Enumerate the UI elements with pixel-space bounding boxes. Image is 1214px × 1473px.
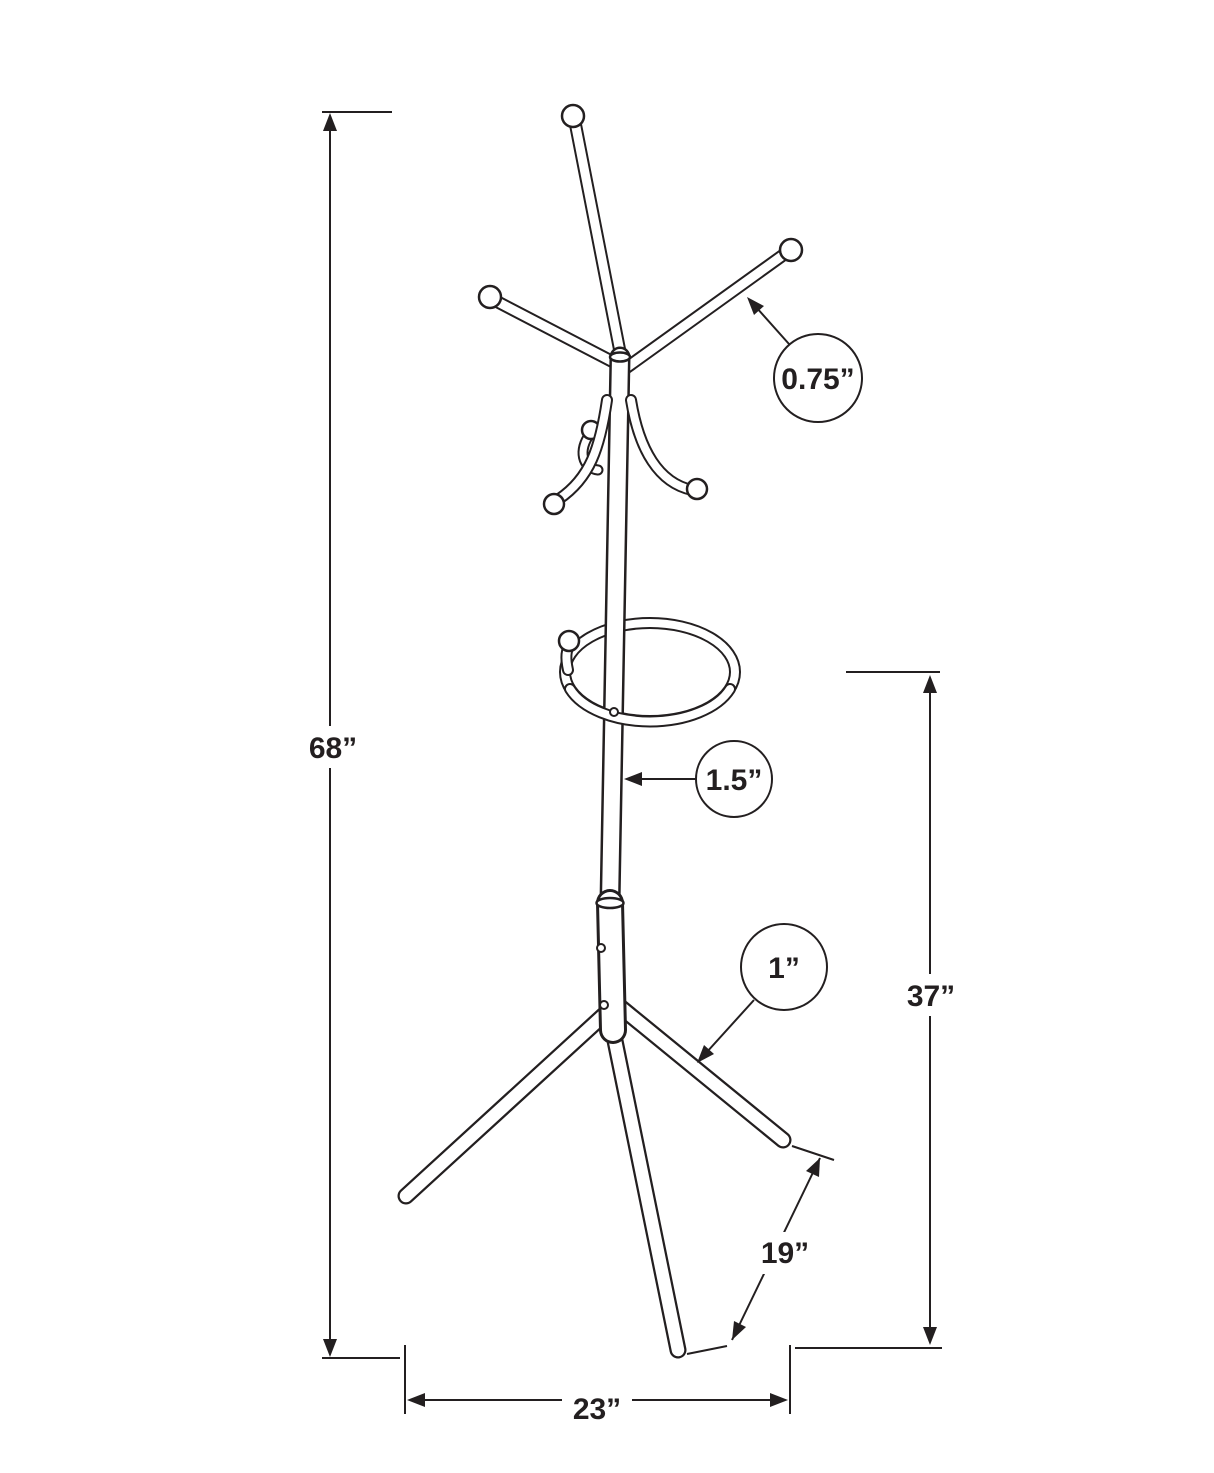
dimension-base-width: 23” <box>404 1345 791 1428</box>
umbrella-ring-bolt <box>609 707 619 717</box>
label-mask <box>298 726 368 768</box>
arrow-down <box>923 1327 937 1345</box>
middle-hooks <box>542 394 709 516</box>
ext-line-bottom <box>686 1345 728 1355</box>
back-hook <box>577 419 604 476</box>
collar-bolt-upper <box>596 943 606 953</box>
leader-arrow <box>624 772 642 786</box>
center-pole <box>599 346 632 913</box>
right-hook-ball <box>685 477 709 501</box>
arrow-up <box>323 113 337 131</box>
right-hook-tube-inner <box>627 396 696 494</box>
overall-height-label: 68” <box>309 732 357 765</box>
pole-height-label: 37” <box>907 980 955 1013</box>
leader-arrow <box>697 1045 714 1063</box>
base-width-label: 23” <box>573 1393 621 1426</box>
callout-balloon <box>740 923 828 1011</box>
front-leg-tube-inner <box>605 1019 685 1357</box>
hook-diameter-label: 0.75” <box>781 363 854 396</box>
dimension-pole-height: 37” <box>795 671 966 1349</box>
legs <box>397 997 792 1359</box>
collar-bolt-lower <box>599 1000 609 1010</box>
leader-line <box>705 999 755 1054</box>
arrow-down <box>732 1321 746 1340</box>
tall-arm-ball <box>560 103 586 129</box>
left-arm-tube-inner <box>489 295 624 370</box>
base-collar <box>595 889 627 1044</box>
arrow-left <box>407 1393 425 1407</box>
callout-balloon <box>773 333 863 423</box>
umbrella-ring-front <box>564 683 736 728</box>
callout-leg-diameter: 1” <box>697 923 828 1063</box>
leg-length-label: 19” <box>761 1237 809 1270</box>
umbrella-ring-ball <box>557 629 581 653</box>
label-mask <box>750 1232 820 1274</box>
label-mask <box>896 974 966 1016</box>
left-arm-ball <box>477 284 503 310</box>
callout-hook-diameter: 0.75” <box>747 297 863 423</box>
callout-balloon <box>695 740 773 818</box>
top-arms <box>477 103 804 375</box>
umbrella-ring-front-arc-inner <box>566 685 734 726</box>
dimension-leg-length: 19” <box>686 1145 835 1355</box>
callout-pole-diameter: 1.5” <box>624 740 773 818</box>
leader-arrow <box>747 297 764 315</box>
collar-top-cap <box>595 896 625 910</box>
right-arm-ball <box>778 237 804 263</box>
left-hook-tube-inner <box>555 396 611 503</box>
pole-tube-inner <box>602 349 628 910</box>
leader-line <box>755 306 790 345</box>
right-arm-tube-inner <box>621 248 791 373</box>
arrow-down <box>323 1339 337 1357</box>
collar-tube-inner <box>599 892 624 1041</box>
arrow-right <box>770 1393 788 1407</box>
dimension-overall-height: 68” <box>298 111 400 1359</box>
leg-diameter-label: 1” <box>768 952 800 985</box>
label-mask <box>562 1388 632 1428</box>
right-leg-tube-inner <box>612 999 790 1147</box>
arrow-up <box>923 675 937 693</box>
left-leg-tube-inner <box>399 1007 612 1203</box>
arrow-up <box>806 1158 820 1177</box>
tall-arm-tube-inner <box>570 117 627 367</box>
coat-rack-drawing <box>397 103 804 1359</box>
pole-top-cap <box>608 351 632 363</box>
pole-diameter-label: 1.5” <box>706 764 763 797</box>
ext-line-top <box>791 1145 835 1161</box>
left-hook-ball <box>542 492 566 516</box>
